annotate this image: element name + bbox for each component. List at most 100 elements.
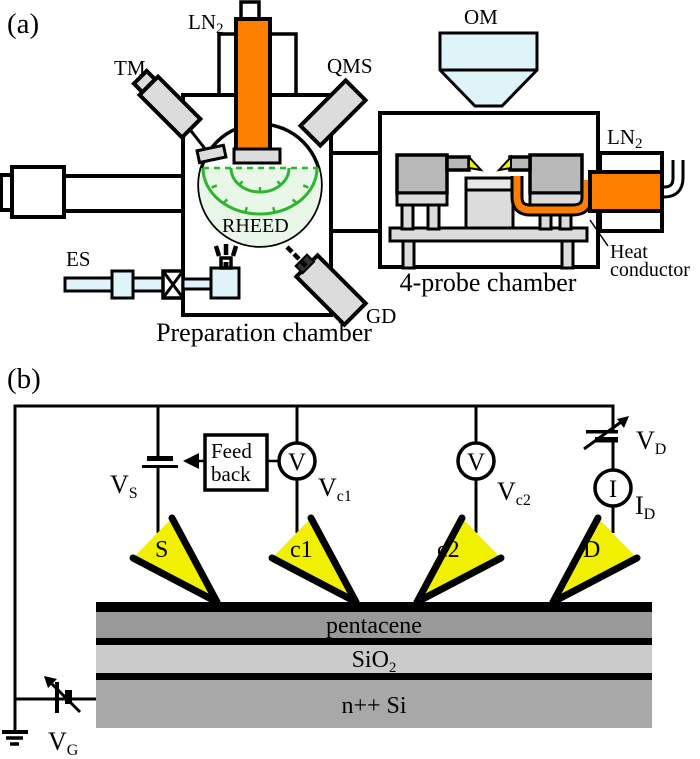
es-crucible	[209, 266, 241, 300]
sample-holder-plate	[232, 147, 282, 165]
qms-probe-body	[297, 77, 369, 149]
vc2-label: Vc2	[497, 477, 531, 509]
probe-needles: S c1 c2 D	[129, 514, 641, 606]
probe-d-label: D	[583, 537, 600, 563]
preparation-chamber-label: Preparation chamber	[156, 318, 372, 347]
vd-arrowhead	[617, 416, 629, 428]
left-probe-block-base	[395, 191, 449, 207]
nsi-layer	[96, 680, 652, 728]
voltmeter-c2: V	[456, 441, 496, 481]
es-rod	[63, 276, 115, 293]
voltmeter-c2-glyph: V	[467, 449, 485, 476]
probe-c1: c1	[268, 514, 360, 606]
es-valve-body	[110, 269, 135, 300]
layer-stack: pentacene SiO2 n++ Si	[96, 602, 652, 728]
vg-label: VG	[48, 727, 79, 759]
ammeter-circle	[593, 468, 633, 508]
rheed-ring-ticks	[211, 180, 309, 214]
probe-c2-body	[417, 518, 501, 602]
vs-label: VS	[110, 470, 138, 502]
qms-label: QMS	[327, 54, 373, 78]
panel-a: RHEED	[0, 0, 690, 347]
left-probe-arm	[445, 155, 471, 172]
voltmeter-c1-glyph: V	[288, 449, 306, 476]
vs-battery-short-plate	[147, 456, 173, 461]
circuit-wires	[13, 404, 615, 731]
probe-d-edge-bottom	[549, 554, 641, 606]
pentacene-layer	[96, 612, 652, 638]
vd-label: VD	[636, 426, 666, 458]
vg-long-plate	[55, 682, 59, 713]
platform-leg-left	[401, 239, 416, 270]
tm-label: TM	[114, 56, 146, 80]
tm-probe-body	[136, 73, 204, 141]
heat-conductor-pointer	[589, 219, 609, 247]
voltmeter-c2-circle	[456, 441, 496, 481]
rheed-outer-ring	[201, 167, 319, 216]
tm-probe	[131, 68, 204, 141]
probe-c2-edge-bottom	[413, 554, 505, 606]
probe-s-edge-bottom	[129, 554, 221, 606]
bus-wire	[13, 404, 615, 731]
transfer-arm-end	[0, 173, 14, 212]
probe-c1-label: c1	[290, 537, 313, 563]
probe-d-edge-top	[549, 514, 602, 606]
ammeter-glyph: I	[609, 476, 617, 503]
feedback-arrowhead	[183, 453, 199, 469]
rheed-screen: RHEED	[197, 122, 323, 248]
probe-s-body	[133, 518, 217, 602]
heat-conductor-label-2: conductor	[610, 259, 690, 281]
probe-c2-edge-top	[413, 514, 466, 606]
ln2-cold-block	[588, 170, 664, 213]
electron-beam-dashes	[285, 245, 308, 268]
qms-probe	[297, 77, 369, 149]
ln2-cold-finger	[234, 17, 272, 152]
vs-battery	[142, 456, 178, 468]
probe-s-edge-top	[168, 514, 221, 606]
vd-source	[583, 416, 629, 451]
es-label: ES	[66, 247, 91, 271]
stage-platform	[388, 226, 589, 243]
panel-a-label: (a)	[7, 8, 39, 40]
es-inner-rod	[181, 277, 214, 291]
vs-battery-long-plate	[142, 465, 178, 468]
gd-probe	[293, 252, 369, 328]
panel-b: (b) Feed back	[2, 363, 666, 759]
right-probe-arm	[508, 155, 532, 172]
feedback-label-2: back	[211, 462, 251, 486]
probe-d-body	[553, 518, 637, 602]
separator-2	[96, 673, 652, 680]
left-probe-tip	[468, 154, 484, 172]
sio2-layer	[96, 645, 652, 673]
four-probe-chamber-label: 4-probe chamber	[400, 268, 577, 297]
sio2-label: SiO2	[352, 647, 397, 676]
rheed-label: RHEED	[222, 215, 289, 237]
vg-arrowhead	[44, 676, 57, 688]
nsi-label: n++ Si	[341, 693, 406, 719]
sample-stage-top	[464, 176, 515, 192]
pentacene-label: pentacene	[326, 613, 422, 639]
tm-sensor-plate	[195, 143, 228, 165]
transfer-arm-body	[10, 165, 66, 219]
evaporation-beam-dashes	[213, 244, 239, 268]
voltmeter-c1-circle	[277, 441, 317, 481]
gd-label: GD	[366, 304, 396, 328]
vd-arrow-line	[583, 420, 622, 451]
left-block-leg1	[400, 203, 415, 231]
pentacene-surface-line	[96, 602, 652, 612]
probe-s: S	[129, 514, 221, 606]
right-probe-block-base	[528, 191, 584, 207]
probe-s-label: S	[155, 537, 168, 563]
heat-conductor-tube	[513, 176, 591, 214]
separator-1	[96, 638, 652, 645]
vd-short-plate	[595, 437, 618, 443]
right-probe-block	[528, 153, 584, 195]
vd-long-plate	[586, 430, 618, 434]
transfer-arm	[0, 165, 187, 219]
ammeter-d: I	[593, 468, 633, 508]
evaporation-source	[63, 256, 241, 300]
optical-microscope	[438, 31, 539, 108]
ln2-top-label: LN2	[188, 10, 224, 37]
